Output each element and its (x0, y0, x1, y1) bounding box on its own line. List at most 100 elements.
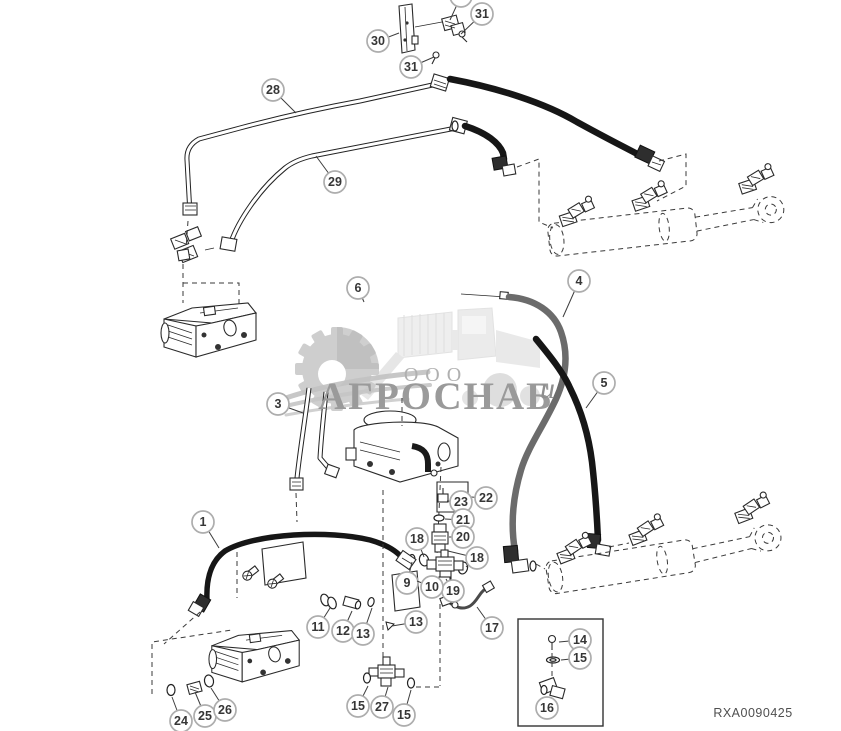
inset-box (517, 618, 604, 727)
callout-15: 15 (560, 646, 592, 670)
tee-fitting-bottom (362, 656, 416, 689)
callout-25: 25 (193, 691, 217, 728)
svg-text:28: 28 (266, 83, 280, 97)
callout-19: 19 (441, 578, 465, 603)
parts-24-25-26 (166, 674, 215, 697)
svg-text:24: 24 (174, 714, 188, 728)
fitting-31-group (431, 14, 468, 65)
svg-text:21: 21 (456, 513, 470, 527)
black-hose-upper-left (446, 75, 666, 173)
valve-bottom-left (208, 630, 300, 683)
callout-6: 6 (346, 276, 370, 303)
svg-text:12: 12 (336, 624, 350, 638)
callout-28: 28 (261, 78, 297, 114)
callout-17: 17 (476, 606, 504, 640)
tube-28 (182, 73, 451, 216)
callout-18: 18 (405, 527, 429, 558)
svg-text:11: 11 (311, 620, 324, 634)
svg-text:18: 18 (470, 551, 484, 565)
figure-code: RXA0090425 (713, 706, 792, 720)
svg-text:23: 23 (454, 495, 468, 509)
callout-9: 9 (395, 561, 419, 595)
cylinder-top-right (543, 162, 786, 256)
svg-text:14: 14 (573, 633, 587, 647)
fitting-column (295, 398, 469, 575)
callout-24: 24 (169, 696, 193, 731)
tube-29 (219, 116, 468, 252)
callout-27: 27 (370, 686, 394, 719)
svg-text:30: 30 (371, 34, 385, 48)
svg-text:15: 15 (397, 708, 411, 722)
callout-3: 3 (266, 392, 304, 416)
svg-text:9: 9 (404, 576, 411, 590)
valve-center-unit (345, 410, 459, 483)
svg-text:22: 22 (479, 491, 493, 505)
tube-3-pair (289, 387, 341, 491)
callout-5: 5 (585, 371, 616, 409)
svg-text:13: 13 (356, 627, 370, 641)
callout-22: 22 (470, 486, 498, 510)
svg-text:3: 3 (275, 397, 282, 411)
callout-10: 10 (416, 575, 444, 599)
callout-23: 23 (446, 490, 473, 514)
dashed-connector-bottom-cyl (535, 542, 630, 570)
bracket-30 (398, 3, 443, 54)
svg-text:19: 19 (446, 584, 460, 598)
callout-15: 15 (392, 689, 416, 727)
callout-29: 29 (315, 155, 347, 194)
svg-text:17: 17 (485, 621, 499, 635)
svg-text:5: 5 (601, 376, 608, 390)
svg-text:31: 31 (404, 60, 418, 74)
callout-21: 21 (444, 508, 475, 532)
callout-26: 26 (210, 687, 237, 722)
callout-31: 31 (460, 2, 494, 35)
parts-11-12-13 (242, 541, 375, 610)
svg-text:6: 6 (355, 281, 362, 295)
callout-16: 16 (535, 696, 559, 720)
cross-fitting-top-left (169, 226, 215, 264)
svg-text:18: 18 (410, 532, 424, 546)
svg-text:10: 10 (425, 580, 439, 594)
watermark-vehicle-sketch (360, 307, 540, 407)
svg-text:26: 26 (218, 703, 232, 717)
svg-text:13: 13 (409, 615, 423, 629)
svg-text:1: 1 (200, 515, 207, 529)
tee-fitting-center (426, 549, 464, 580)
callout-15: 15 (346, 685, 370, 718)
hose-1 (187, 531, 417, 618)
callout-31: 31 (399, 55, 435, 79)
svg-text:4: 4 (576, 274, 583, 288)
dashed-connector-a (656, 153, 687, 202)
svg-text:29: 29 (328, 175, 342, 189)
svg-text:16: 16 (540, 701, 554, 715)
dashed-connector-b (516, 158, 554, 229)
callout-11: 11 (306, 607, 331, 639)
callout-18: 18 (447, 546, 489, 570)
callout-1: 1 (191, 510, 220, 549)
callout-30: 30 (366, 29, 400, 53)
valve-top-left (160, 302, 257, 358)
svg-text:31: 31 (475, 7, 489, 21)
watermark-company-text: АГРОСНАБ (318, 375, 554, 418)
dashed-axes (163, 490, 441, 688)
callout-4: 4 (562, 269, 591, 318)
watermark-letter: и (540, 372, 555, 405)
hose-4 (460, 291, 569, 574)
callout-13: 13 (391, 610, 428, 634)
svg-text:15: 15 (351, 699, 365, 713)
callout-13: 13 (351, 607, 375, 646)
dashed-connector-valve-tl (182, 220, 240, 306)
svg-text:15: 15 (573, 651, 587, 665)
svg-text:27: 27 (375, 700, 389, 714)
callout-12: 12 (331, 610, 355, 643)
cylinder-bottom-right (540, 490, 785, 594)
svg-text:20: 20 (456, 530, 470, 544)
callout-partial (449, 0, 473, 21)
svg-text:25: 25 (198, 709, 212, 723)
watermark-ooo-text: ООО (404, 364, 468, 386)
callout-20: 20 (449, 525, 475, 549)
black-hose-upper-right (461, 122, 517, 177)
